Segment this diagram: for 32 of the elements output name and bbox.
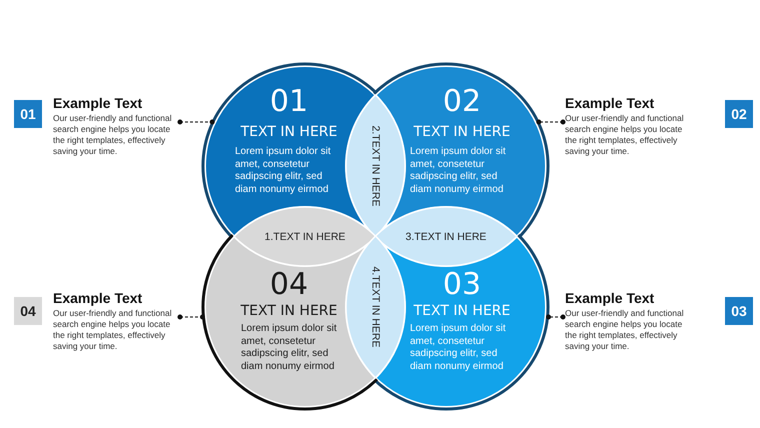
lens-label: 4.TEXT IN HERE xyxy=(370,266,382,348)
circle-heading: TEXT IN HERE xyxy=(414,303,510,319)
lens-label: 3.TEXT IN HERE xyxy=(406,230,486,242)
body-text: Lorem ipsum dolor sit amet, consetetur sadipscing elitr, sed diam nonumy eirmod xyxy=(241,323,338,373)
step-number: 03 xyxy=(442,269,482,301)
description-text: Our user-friendly and functional search engine helps you locate the right templates, effectively saving your time. xyxy=(565,113,685,157)
number-badge: 02 xyxy=(725,100,753,128)
lens-label: 1.TEXT IN HERE xyxy=(264,230,346,242)
leader-line xyxy=(546,314,566,320)
circle-heading: TEXT IN HERE xyxy=(240,124,338,140)
step-number: 02 xyxy=(442,86,482,118)
item-heading: Example Text xyxy=(565,95,656,111)
number-badge: 01 xyxy=(14,100,42,128)
description-text: Our user-friendly and functional search engine helps you locate the right templates, effectively saving your time. xyxy=(565,308,685,352)
leader-line xyxy=(178,314,205,320)
item-heading: Example Text xyxy=(53,95,144,111)
circle-heading: TEXT IN HERE xyxy=(414,124,510,140)
step-number: 04 xyxy=(270,269,308,301)
description-text: Our user-friendly and functional search engine helps you locate the right templates, effectively saving your time. xyxy=(53,113,173,157)
item-heading: Example Text xyxy=(53,290,144,306)
body-text: Lorem ipsum dolor sit amet, consetetur sadipscing elitr, sed diam nonumy eirmod xyxy=(235,146,332,196)
circle-heading: TEXT IN HERE xyxy=(240,303,338,319)
description-text: Our user-friendly and functional search engine helps you locate the right templates, effectively saving your time. xyxy=(53,308,173,352)
leader-line xyxy=(536,120,566,124)
number-badge: 04 xyxy=(14,297,42,325)
item-heading: Example Text xyxy=(565,290,656,306)
body-text: Lorem ipsum dolor sit amet, consetetur sadipscing elitr, sed diam nonumy eirmod xyxy=(410,323,507,373)
step-number: 01 xyxy=(270,86,308,118)
leader-line xyxy=(178,120,215,124)
number-badge: 03 xyxy=(725,297,753,325)
body-text: Lorem ipsum dolor sit amet, consetetur sadipscing elitr, sed diam nonumy eirmod xyxy=(410,146,507,196)
lens-label: 2.TEXT IN HERE xyxy=(370,126,382,206)
